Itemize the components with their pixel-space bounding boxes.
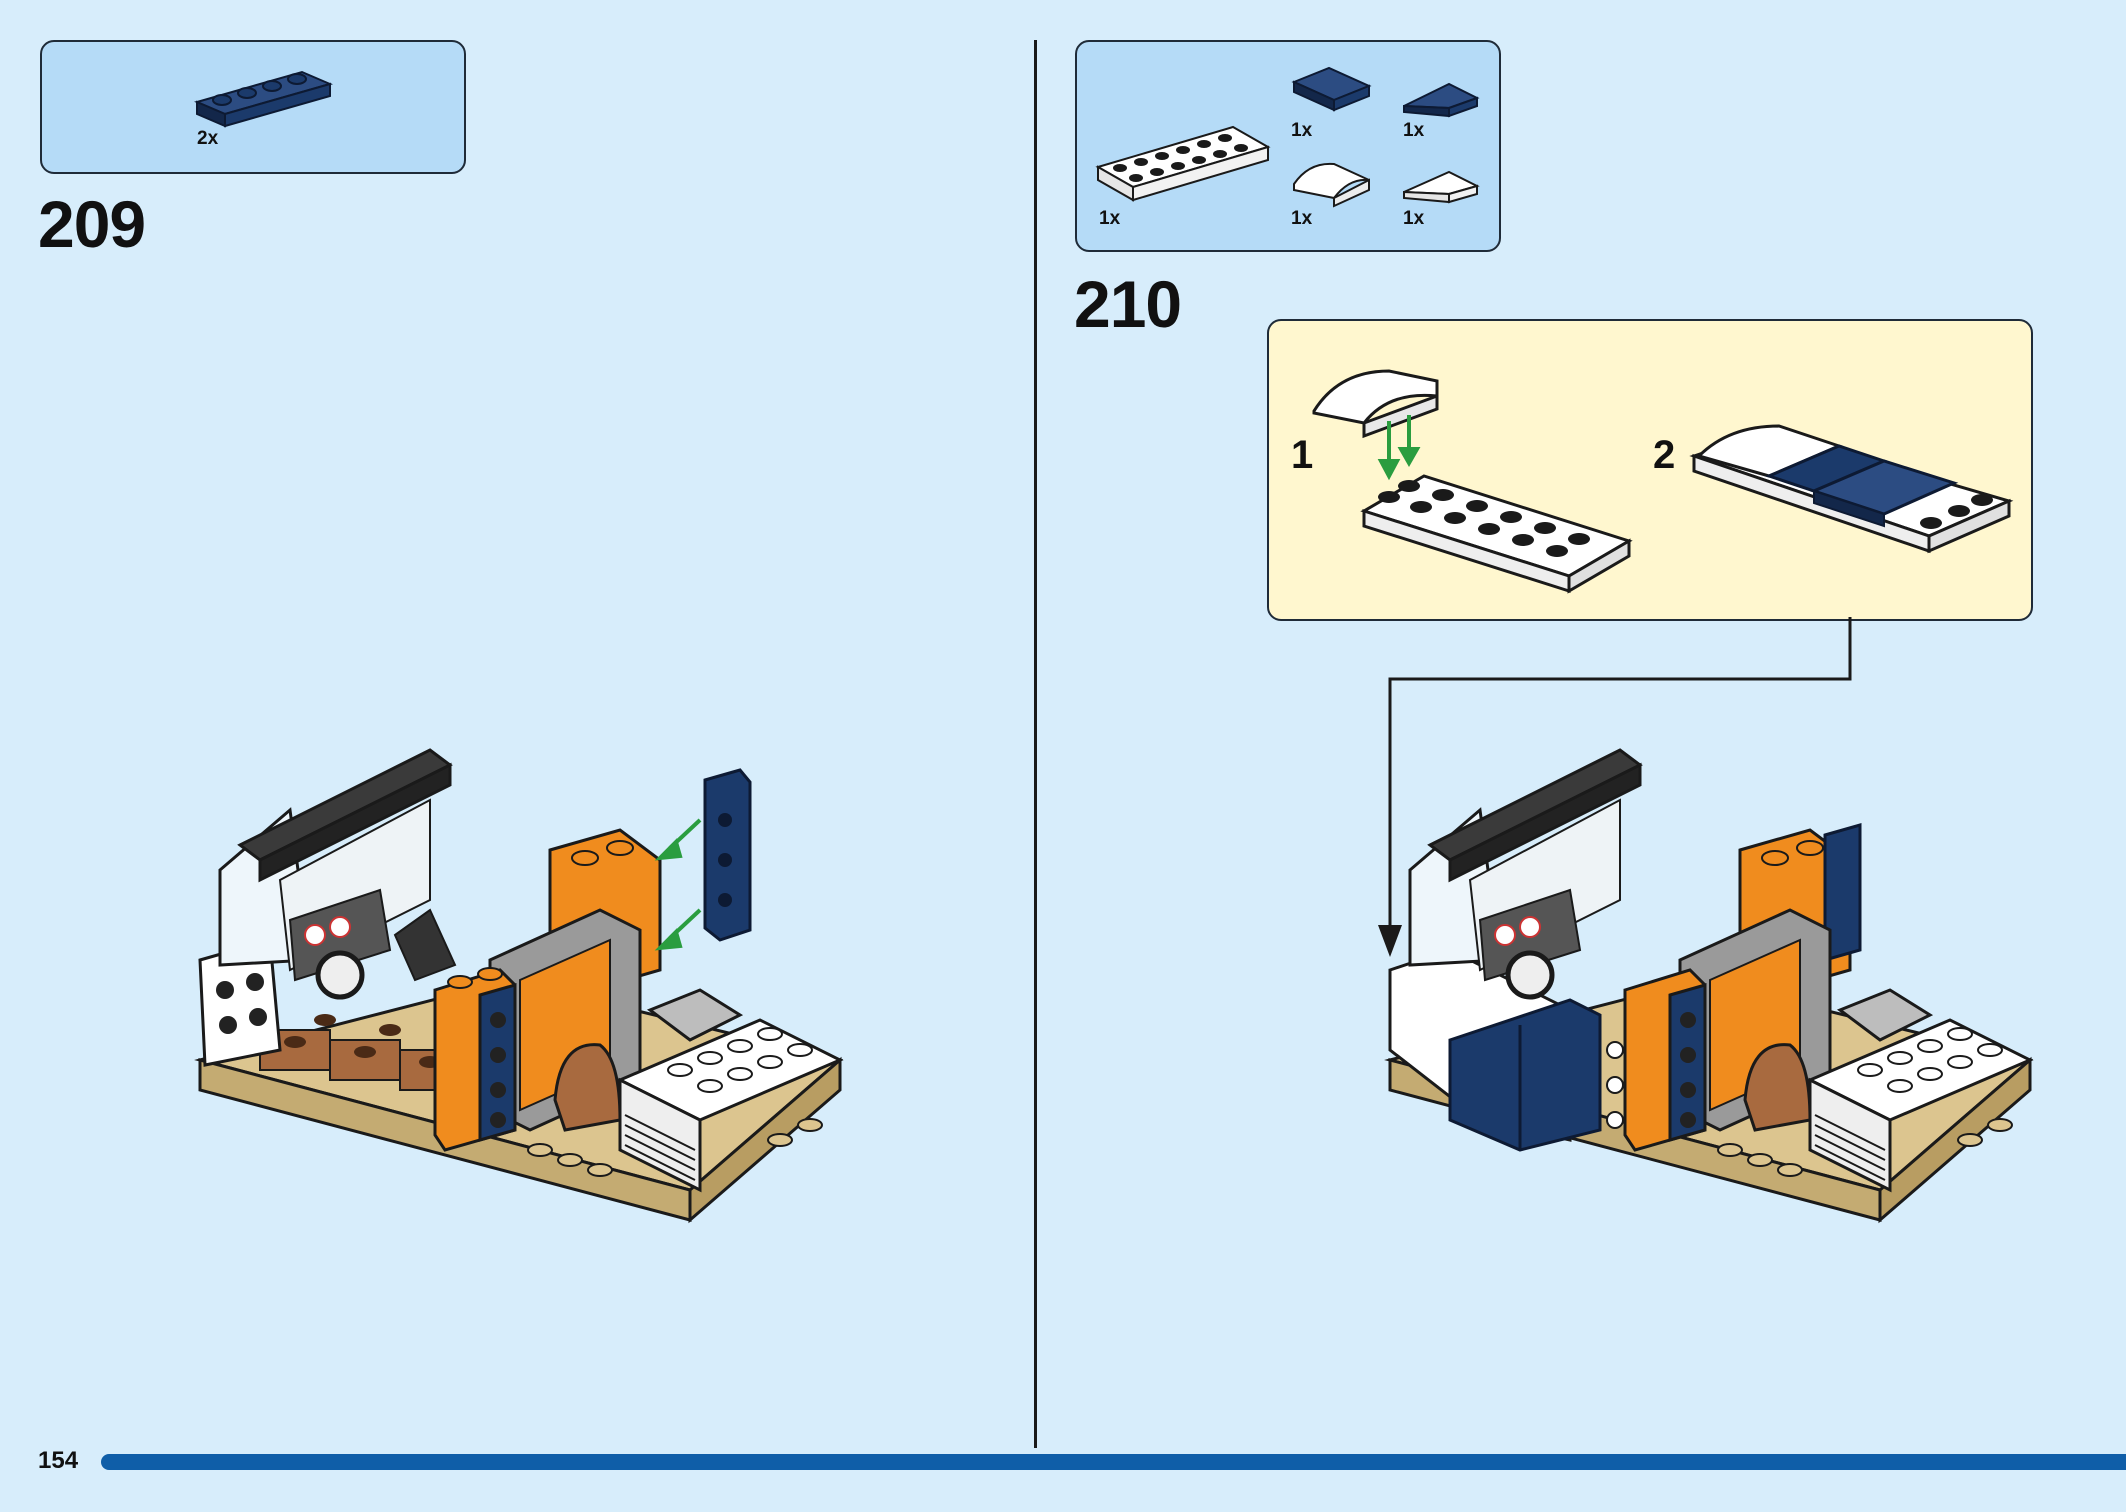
- dark-blue-wedge-icon: [1403, 82, 1480, 118]
- substep-1-illustration: [1312, 369, 1633, 594]
- substep-number-1: 1: [1291, 433, 1314, 477]
- white-plate-icon: [1095, 125, 1271, 202]
- part-qty: 1x: [1099, 208, 1121, 229]
- white-wedge-icon: [1403, 170, 1480, 204]
- white-curved-slope-icon: [1293, 162, 1370, 208]
- step-number-209: 209: [38, 187, 146, 261]
- step-210-assembly-illustration: [1384, 748, 2034, 1224]
- parts-list-step-210: 1x 1x 1x 1x 1x: [1075, 40, 1501, 252]
- sub-assembly-callout: 1 2: [1267, 319, 2033, 621]
- step-number-210: 210: [1074, 267, 1182, 341]
- callout-connector-arrow: [1378, 617, 1852, 957]
- part-qty: 1x: [1403, 120, 1425, 141]
- dark-blue-tile-icon: [1291, 66, 1372, 112]
- dark-blue-plate-icon: [194, 70, 333, 128]
- part-qty: 1x: [1403, 208, 1425, 229]
- substep-2-illustration: [1689, 424, 2014, 554]
- parts-list-step-209: 2x: [40, 40, 466, 174]
- part-qty: 1x: [1291, 120, 1313, 141]
- part-qty: 2x: [197, 128, 219, 149]
- page-number: 154: [38, 1447, 79, 1474]
- step-209-assembly-illustration: [194, 748, 844, 1224]
- page-divider: [1034, 40, 1037, 1448]
- part-qty: 1x: [1291, 208, 1313, 229]
- substep-number-2: 2: [1653, 433, 1676, 477]
- progress-bar: [101, 1454, 2126, 1470]
